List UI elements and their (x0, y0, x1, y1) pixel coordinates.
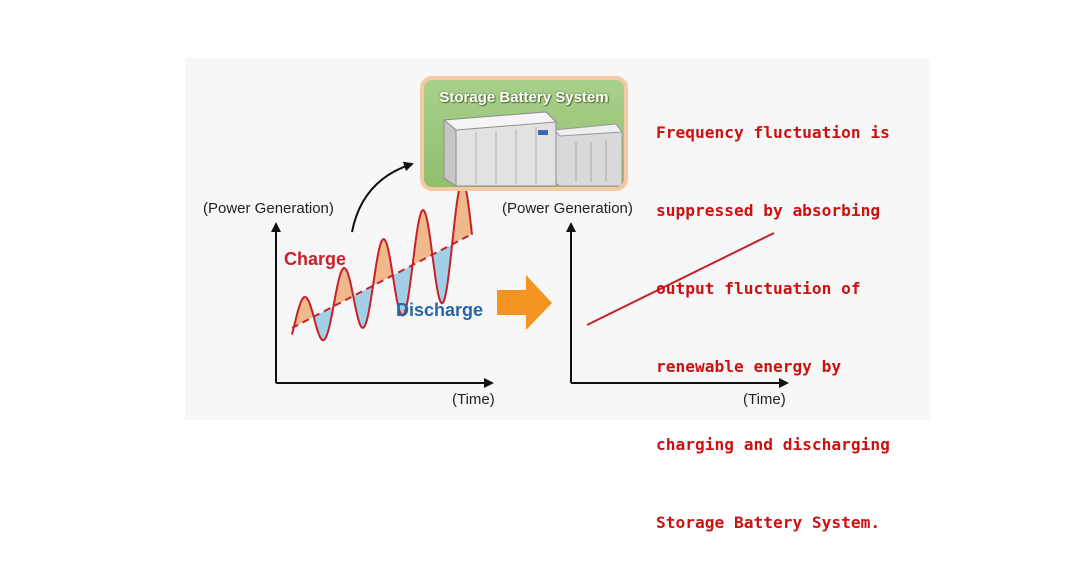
right-chart-axes (566, 222, 789, 388)
storage-battery-system-panel: Storage Battery System (420, 76, 628, 191)
left-chart-axes (271, 222, 494, 388)
transform-arrow (497, 275, 552, 330)
explanation-text: Frequency fluctuation is suppressed by a… (656, 68, 890, 562)
explanation-line: output fluctuation of (656, 279, 861, 298)
trend-line (291, 233, 473, 329)
right-y-axis-label: (Power Generation) (502, 200, 633, 217)
curved-arrow-to-battery (351, 161, 414, 233)
output-fluctuation-curve (291, 180, 473, 342)
battery-system-title: Storage Battery System (439, 89, 609, 106)
explanation-line: suppressed by absorbing (656, 201, 881, 220)
left-y-axis-label: (Power Generation) (203, 200, 334, 217)
explanation-line: Storage Battery System. (656, 513, 881, 532)
explanation-line: renewable energy by (656, 357, 842, 376)
discharge-label: Discharge (396, 300, 484, 320)
right-x-axis-label: (Time) (743, 391, 786, 408)
explanation-line: Frequency fluctuation is (656, 123, 890, 142)
battery-container-illustration (442, 111, 623, 187)
smoothed-output-line (586, 232, 775, 326)
explanation-line: charging and discharging (656, 435, 890, 454)
left-x-axis-label: (Time) (452, 391, 495, 408)
diagram-canvas (271, 161, 789, 388)
charge-label: Charge (284, 249, 347, 269)
